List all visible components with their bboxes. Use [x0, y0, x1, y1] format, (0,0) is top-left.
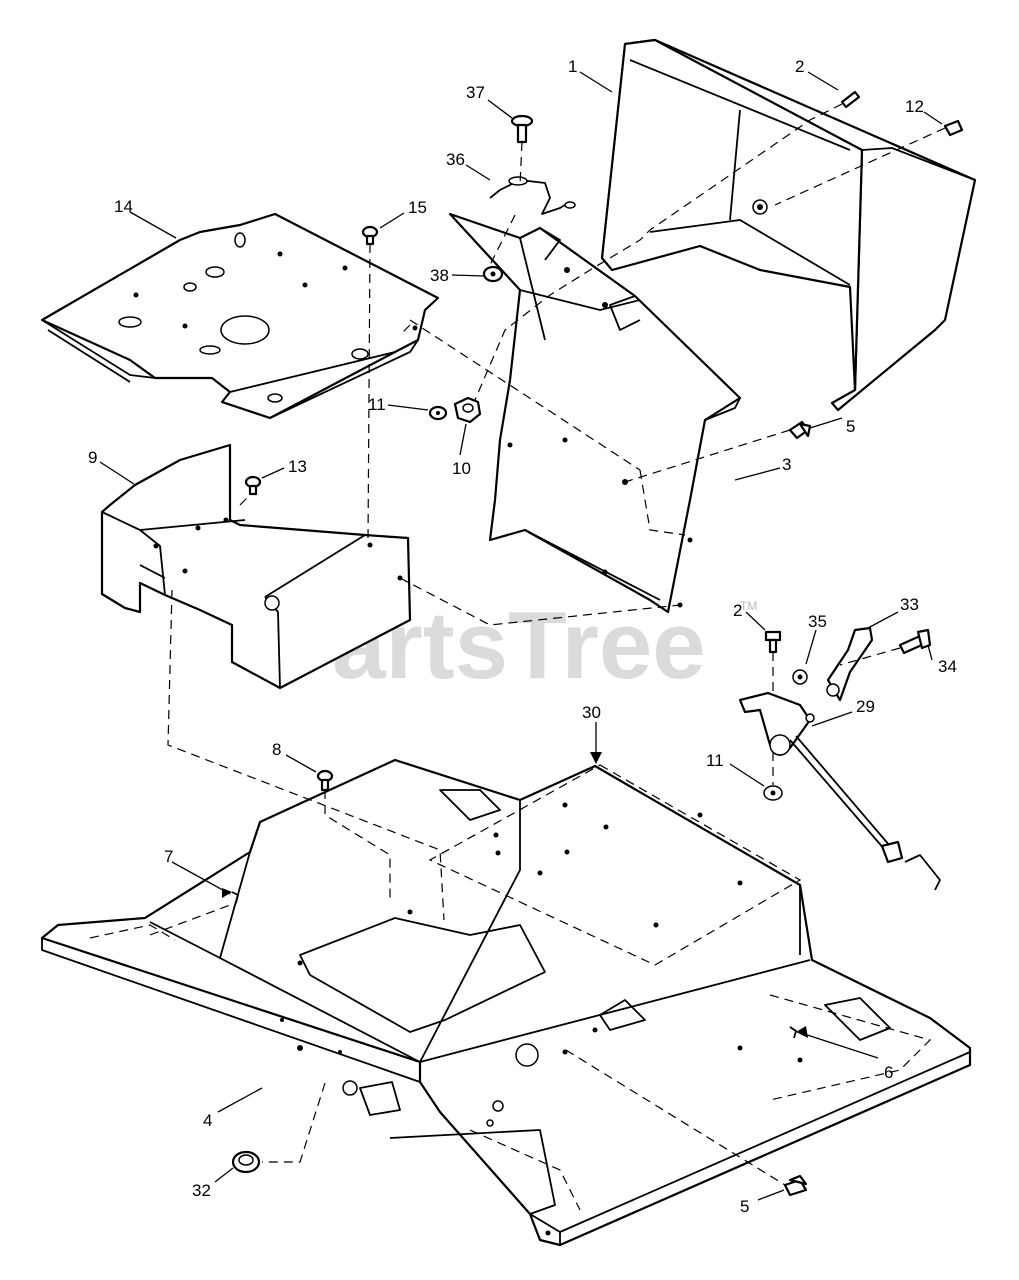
callout-14: 14 [114, 197, 133, 216]
part-12-screw [943, 119, 964, 137]
part-3-dash-panel [448, 212, 742, 614]
callout-36: 36 [446, 150, 465, 169]
callout-30: 30 [582, 703, 601, 722]
part-11-nut-lower [763, 785, 783, 801]
callout-38: 38 [430, 266, 449, 285]
part-37-bolt [510, 114, 534, 144]
part-9-bracket [100, 443, 412, 690]
part-32-plug [231, 1150, 261, 1174]
callout-33: 33 [900, 595, 919, 614]
part-5-screw-upper [788, 420, 812, 440]
part-13-screw [244, 475, 262, 496]
part-1-cowl [600, 38, 977, 412]
callout-9: 9 [88, 448, 97, 467]
part-8-screw [316, 769, 334, 792]
part-34-screw [898, 628, 932, 655]
part-35-nut [792, 669, 808, 685]
callout-34: 34 [938, 657, 957, 676]
callout-11-upper: 11 [368, 395, 386, 414]
callout-2-lower: 2 [733, 601, 742, 620]
part-38-grommet [482, 265, 504, 283]
watermark-trademark: TM [740, 599, 757, 613]
callout-5-upper: 5 [846, 417, 855, 436]
callout-1: 1 [568, 57, 577, 76]
callout-15: 15 [408, 198, 427, 217]
part-36-handle [489, 176, 576, 215]
callout-4: 4 [203, 1111, 212, 1130]
part-14-seat-plate [40, 212, 440, 420]
part-11-nut-upper [428, 405, 448, 421]
callout-8: 8 [272, 740, 281, 759]
callout-5-lower: 5 [740, 1197, 749, 1216]
callout-10: 10 [452, 459, 471, 478]
leader-lines [99, 71, 943, 1201]
part-2-screw-lower [764, 630, 782, 654]
callout-35: 35 [808, 612, 827, 631]
part-15-screw [361, 225, 379, 246]
callout-32: 32 [192, 1181, 211, 1200]
part-10-bushing [453, 396, 482, 424]
callout-37: 37 [466, 83, 485, 102]
part-5-screw-lower [783, 1174, 808, 1197]
part-7-clip [231, 891, 239, 904]
callout-11-lower: 11 [706, 751, 724, 770]
callout-29: 29 [856, 697, 875, 716]
part-30-frame [40, 758, 972, 1247]
callouts: 1 2 12 37 36 14 15 38 11 10 5 3 9 13 2 3… [88, 57, 957, 1216]
callout-13: 13 [288, 457, 307, 476]
part-6-clip [789, 1026, 797, 1039]
callout-7: 7 [164, 847, 173, 866]
assembly-lines [167, 103, 946, 1186]
callout-6: 6 [884, 1063, 893, 1082]
callout-12: 12 [905, 97, 924, 116]
part-33-throttle-lever [826, 626, 874, 702]
part-29-control-bracket [738, 691, 941, 891]
callout-2: 2 [795, 57, 804, 76]
callout-3: 3 [782, 455, 791, 474]
part-2-screw-upper [840, 90, 861, 109]
